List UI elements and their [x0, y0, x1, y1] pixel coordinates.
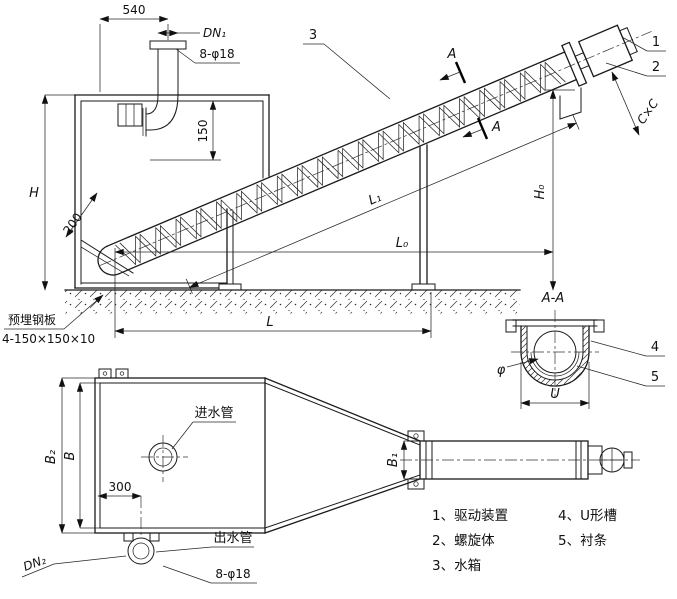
inlet-pipe-elbow	[142, 40, 187, 137]
section-a-upper-label: A	[447, 47, 457, 62]
legend-item-2: 2、螺旋体	[432, 533, 495, 549]
section-flange-left	[505, 319, 517, 333]
leg-base-plate-2	[218, 283, 242, 291]
discharge-chute	[559, 87, 582, 120]
outlet-label: 出水管	[213, 531, 252, 546]
legend-item-3: 3、水箱	[432, 558, 481, 574]
motor-end-cap	[619, 27, 638, 56]
callout-1-label: 1	[652, 35, 660, 50]
bolt-note-top-label: 8-φ18	[199, 47, 234, 61]
legend-item-1: 1、驱动装置	[432, 508, 508, 524]
spiral-flight-2	[119, 57, 566, 268]
spiral-flight	[114, 59, 562, 270]
callout-3-label: 3	[309, 28, 317, 43]
dim-h-label: H	[29, 186, 39, 201]
dim-b1-label: B₁	[386, 453, 401, 467]
plan-dimensions: B₂ B 300 DN₂ 8-φ18 B₁	[21, 377, 420, 584]
dim-540-label: 540	[123, 3, 146, 17]
plate-note-line2: 4-150×150×10	[2, 332, 95, 346]
dim-h0-label: H₀	[533, 184, 548, 200]
tank-top-box	[117, 103, 143, 127]
legend: 1、驱动装置 2、螺旋体 3、水箱 4、U形槽 5、衬条	[432, 508, 617, 574]
dim-300-label: 300	[109, 480, 132, 494]
section-view: A-A φ U 4 5	[497, 291, 665, 409]
plan-view: 进水管 出水管 B₂ B 300 DN₂	[21, 368, 640, 584]
dim-b-label: B	[63, 451, 78, 460]
elevation-callouts: 3 1 2	[303, 28, 666, 100]
dim-line-l1	[189, 122, 577, 288]
dim-dn1-label: DN₁	[203, 26, 226, 40]
plate-note-line1: 预埋钢板	[8, 313, 56, 327]
embedded-plate-note: 预埋钢板 4-150×150×10	[2, 294, 104, 346]
dim-150-label: 150	[196, 120, 210, 143]
dim-u-label: U	[550, 387, 560, 402]
section-title: A-A	[541, 291, 564, 306]
leg-base-plate	[411, 283, 436, 291]
outlet-pipe-plan: 出水管	[123, 531, 254, 565]
dim-cxc-label: C×C	[634, 96, 661, 127]
dim-phi-label: φ	[497, 363, 506, 378]
inlet-pipe-plan: 进水管	[141, 406, 236, 482]
elevation-view: L₁	[2, 3, 666, 346]
dim-dn2-label: DN₂	[21, 553, 48, 574]
dim-b2-label: B₂	[44, 450, 59, 464]
plan-tank-outline	[94, 377, 266, 534]
dim-l0-label: L₀	[396, 236, 409, 251]
plan-hopper-top	[264, 377, 421, 442]
section-cut-marks: A A	[439, 47, 501, 140]
callout-4-label: 4	[651, 340, 659, 355]
callout-5-label: 5	[651, 370, 659, 385]
dim-l1-label: L₁	[366, 190, 383, 209]
screw-conveyor: L₁	[97, 24, 652, 294]
inlet-label: 进水管	[194, 406, 233, 421]
water-tank	[74, 94, 270, 289]
legend-item-4: 4、U形槽	[558, 508, 617, 524]
bolt-note-bottom-label: 8-φ18	[215, 567, 250, 581]
dim-l-label: L	[266, 315, 273, 330]
callout-2-label: 2	[652, 60, 660, 75]
tank-sloped-floor	[80, 239, 134, 274]
screw-lower-end	[97, 245, 120, 276]
ground	[64, 289, 521, 314]
inlet-flange	[149, 40, 187, 50]
screw-centerline	[99, 31, 652, 266]
legend-item-5: 5、衬条	[558, 532, 608, 549]
section-a-lower-label: A	[491, 120, 501, 135]
lug-tab	[98, 368, 112, 379]
section-flange-right	[593, 319, 605, 333]
lug-tab-2	[115, 368, 129, 379]
plan-hopper-bottom	[264, 478, 421, 534]
